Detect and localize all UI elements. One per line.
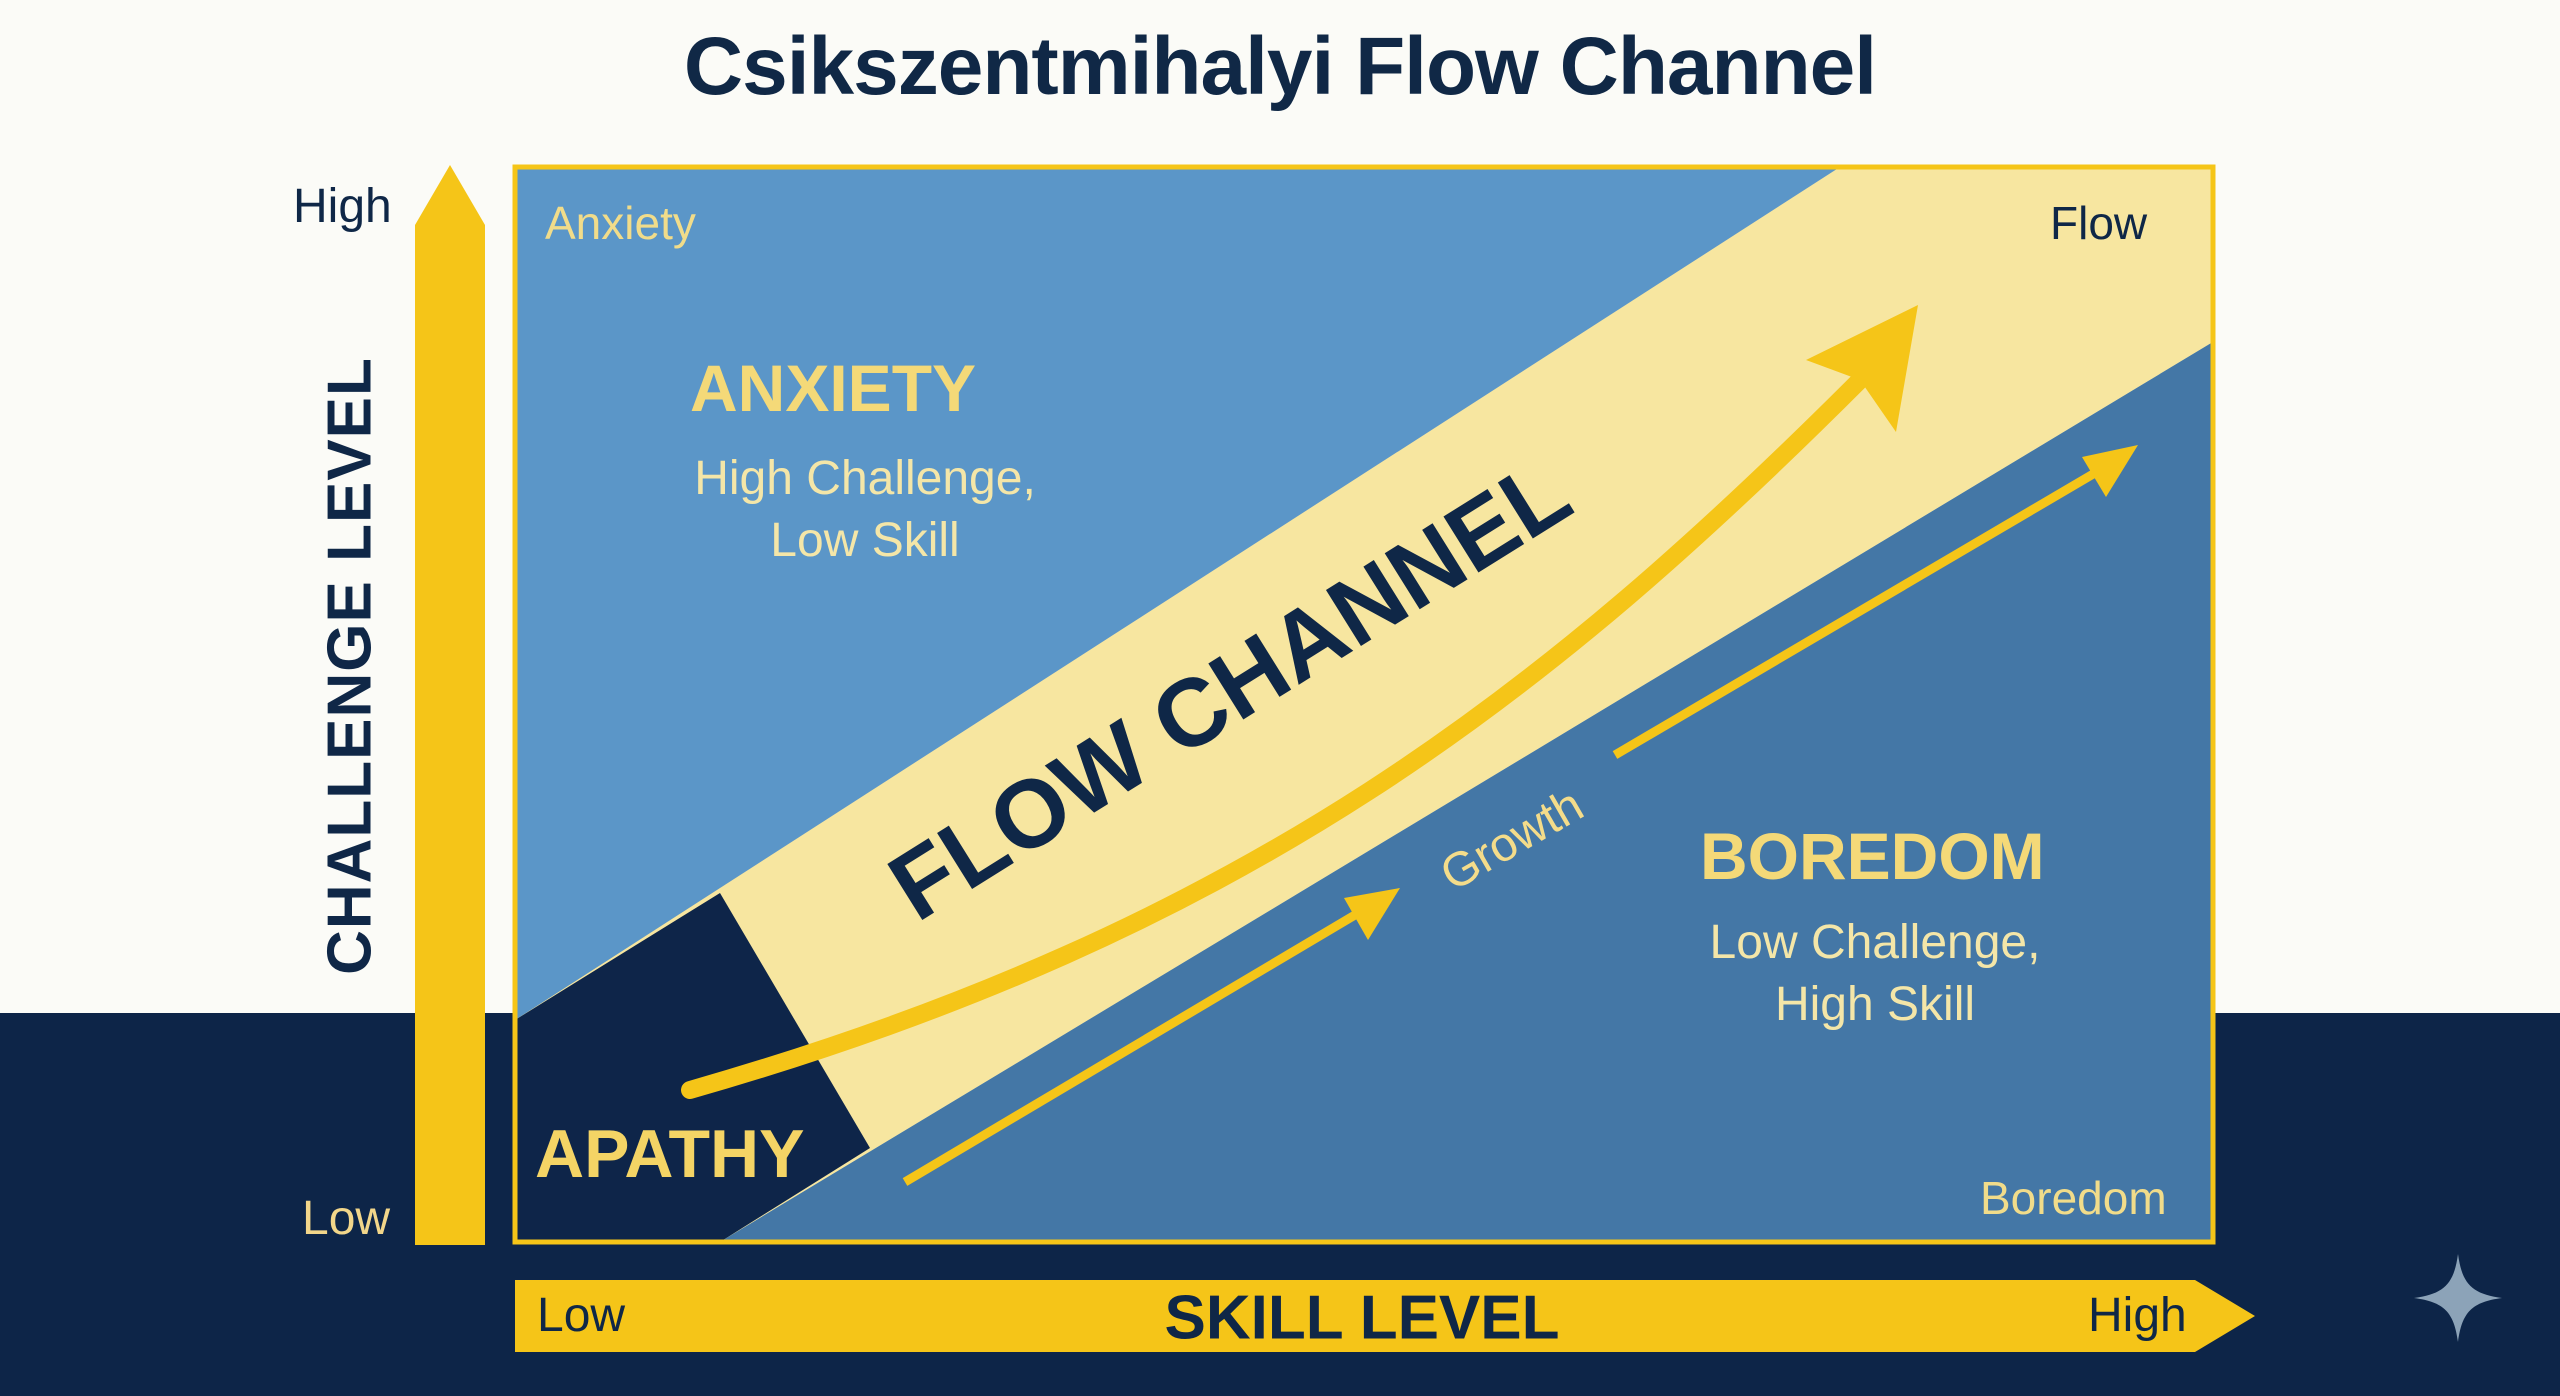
corner-label-anxiety: Anxiety <box>545 197 696 249</box>
plot-border <box>512 164 2216 1245</box>
y-axis-high-label: High <box>293 180 392 233</box>
boredom-zone-title: BOREDOM <box>1700 819 2045 893</box>
growth-arrow-lower-head <box>1344 888 1400 940</box>
flow-arrow <box>681 371 1869 1099</box>
corner-label-boredom: Boredom <box>1980 1172 2167 1224</box>
growth-arrow-upper <box>1612 466 2103 759</box>
flow-arrow-head <box>1806 305 1918 432</box>
flow-channel-band <box>515 167 2213 1242</box>
anxiety-zone-title: ANXIETY <box>690 351 977 425</box>
apathy-region <box>515 893 870 1242</box>
corner-label-flow: Flow <box>2050 197 2148 249</box>
apathy-zone-title: APATHY <box>535 1116 805 1192</box>
y-axis-low-label: Low <box>302 1192 391 1245</box>
x-axis-label: SKILL LEVEL <box>1164 1283 1560 1353</box>
growth-arrow-lower <box>902 908 1363 1186</box>
boredom-line-2: High Skill <box>1774 978 1976 1032</box>
x-axis-arrow <box>515 1280 2255 1352</box>
x-axis-high-label: High <box>2088 1289 2187 1342</box>
y-axis-label: CHALLENGE LEVEL <box>315 357 385 975</box>
boredom-region <box>720 342 2213 1242</box>
y-axis-arrow <box>415 165 485 1245</box>
sparkle-icon <box>2414 1254 2502 1342</box>
anxiety-line-2: Low Skill <box>770 514 960 568</box>
x-axis-low-label: Low <box>537 1289 626 1342</box>
boredom-line-1: Low Challenge, <box>1709 916 2041 969</box>
diagram-title: Csikszentmihalyi Flow Channel <box>683 21 1877 112</box>
anxiety-zone-subtitle: High Challenge, Low Skill <box>685 448 1045 573</box>
boredom-zone-subtitle: Low Challenge, High Skill <box>1690 912 2060 1037</box>
growth-arrow-upper-head <box>2082 445 2138 497</box>
anxiety-line-1: High Challenge, <box>694 452 1036 505</box>
